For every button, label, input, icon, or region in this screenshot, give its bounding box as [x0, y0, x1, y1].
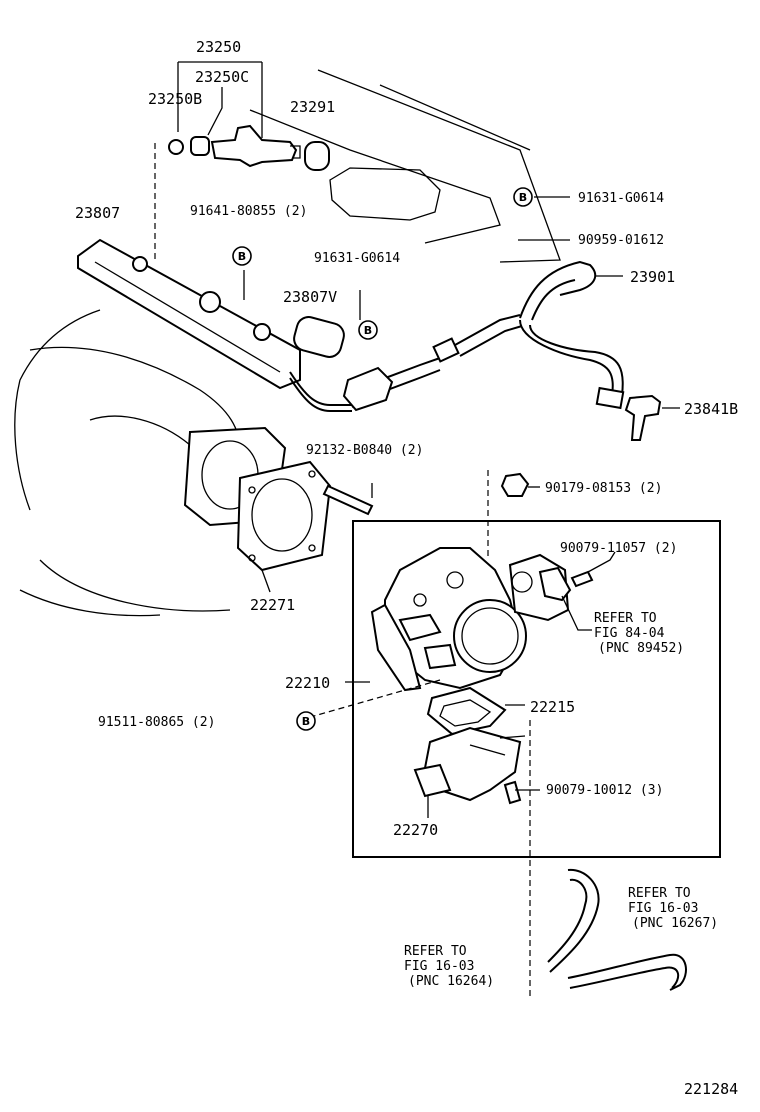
- marker-b-3: B: [358, 320, 378, 340]
- label-23807v: 23807V: [283, 288, 337, 306]
- svg-text:B: B: [238, 250, 246, 263]
- nut: [487, 470, 530, 560]
- hose-bracket: [624, 394, 662, 441]
- refer-note-3-line1: REFER TO: [404, 944, 467, 959]
- diagram-code: 221284: [684, 1080, 738, 1098]
- throttle-body-box: [352, 520, 721, 858]
- marker-b-4: B: [296, 711, 316, 731]
- pulsation-damper: [293, 316, 345, 358]
- fuel-injector-assembly: [168, 61, 330, 171]
- throttle-gasket: [183, 426, 332, 572]
- refer-note-2-line2: FIG 16-03: [628, 901, 698, 916]
- leader-b-throttle: [299, 679, 441, 721]
- marker-b-2: B: [232, 246, 252, 266]
- idle-speed-control-valve: [413, 726, 526, 805]
- idle-control-gasket: [426, 686, 507, 736]
- svg-text:B: B: [302, 715, 310, 728]
- throttle-position-sensor: [508, 553, 594, 631]
- label-92132: 92132-B0840 (2): [306, 443, 423, 458]
- label-91631-a: 91631-G0614: [578, 191, 664, 206]
- label-23901: 23901: [630, 268, 675, 286]
- label-91511: 91511-80865 (2): [98, 715, 215, 730]
- refer-note-1-line2: FIG 84-04: [594, 626, 665, 641]
- engine-outline: [14, 69, 561, 617]
- label-23291: 23291: [290, 98, 335, 116]
- refer-note-3-line2: FIG 16-03: [404, 959, 474, 974]
- refer-note-2-line3: (PNC 16267): [632, 916, 718, 931]
- label-23807: 23807: [75, 204, 120, 222]
- label-91641: 91641-80855 (2): [190, 204, 307, 219]
- label-22215: 22215: [530, 698, 575, 716]
- label-22210: 22210: [285, 674, 330, 692]
- label-90179: 90179-08153 (2): [545, 481, 662, 496]
- label-23250c: 23250C: [195, 68, 249, 86]
- label-23841b: 23841B: [684, 400, 738, 418]
- label-90959: 90959-01612: [578, 233, 664, 248]
- refer-note-1-line1: REFER TO: [594, 611, 657, 626]
- refer-note-1-line3: (PNC 89452): [598, 641, 684, 656]
- stud-bolt: [322, 484, 374, 516]
- refer-note-3-line3: (PNC 16264): [408, 974, 494, 989]
- leader-lines: [243, 196, 680, 818]
- marker-b-1: B: [513, 187, 533, 207]
- label-91631-b: 91631-G0614: [314, 251, 400, 266]
- label-23250: 23250: [196, 38, 241, 56]
- svg-text:B: B: [364, 324, 372, 337]
- label-90079-a: 90079-11057 (2): [560, 541, 677, 556]
- label-22271: 22271: [250, 596, 295, 614]
- fuel-hose: [349, 260, 625, 410]
- refer-note-2-line1: REFER TO: [628, 886, 691, 901]
- bypass-hoses: [547, 868, 687, 991]
- fuel-delivery-rail: [77, 238, 352, 412]
- throttle-body: [370, 547, 527, 692]
- svg-text:B: B: [519, 191, 527, 204]
- label-23250b: 23250B: [148, 90, 202, 108]
- label-90079-b: 90079-10012 (3): [546, 783, 663, 798]
- label-22270: 22270: [393, 821, 438, 839]
- pipe-clamp: [342, 366, 394, 412]
